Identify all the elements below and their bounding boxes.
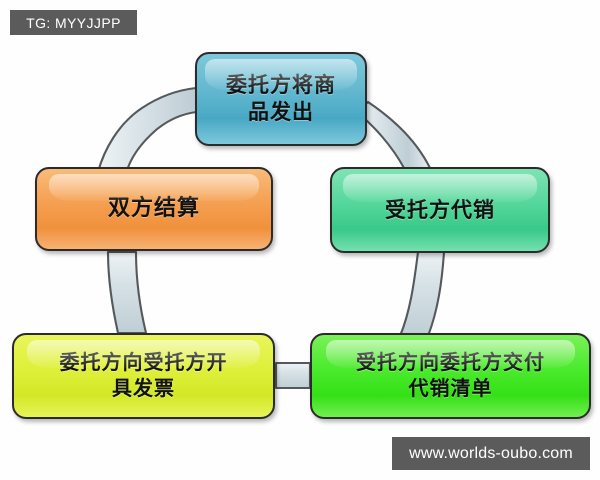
node-label-line1: 受托方代销	[385, 197, 495, 222]
node-consignor-ships-goods[interactable]: 委托方将商 品发出	[195, 52, 367, 146]
telegram-watermark: TG: MYYJJPP	[10, 10, 137, 35]
connector-invoice-to-settle	[106, 250, 148, 335]
site-watermark: www.worlds-oubo.com	[392, 437, 590, 470]
node-label-line1: 委托方将商	[226, 73, 336, 98]
node-label-line1: 委托方向受托方开	[59, 350, 228, 375]
node-label-line1: 双方结算	[107, 195, 200, 221]
connector-ship-to-consign	[355, 100, 432, 170]
node-label: 受托方向委托方交付 代销清单	[348, 350, 553, 401]
connector-consign-to-list	[398, 250, 446, 338]
node-label-line2: 代销清单	[408, 376, 493, 400]
node-consignee-delivers-sales-list[interactable]: 受托方向委托方交付 代销清单	[310, 333, 591, 419]
node-label-line2: 品发出	[248, 100, 314, 124]
node-label-line1: 受托方向委托方交付	[356, 350, 545, 375]
node-label: 双方结算	[100, 195, 208, 223]
node-label: 委托方将商 品发出	[218, 72, 344, 126]
connector-list-to-invoice	[274, 361, 312, 390]
node-consignor-issues-invoice[interactable]: 委托方向受托方开 具发票	[12, 333, 275, 419]
node-consignee-sells[interactable]: 受托方代销	[330, 167, 550, 253]
node-both-parties-settle[interactable]: 双方结算	[35, 167, 273, 251]
node-label-line2: 具发票	[112, 376, 175, 400]
node-label: 受托方代销	[377, 197, 503, 224]
node-label: 委托方向受托方开 具发票	[52, 350, 236, 401]
